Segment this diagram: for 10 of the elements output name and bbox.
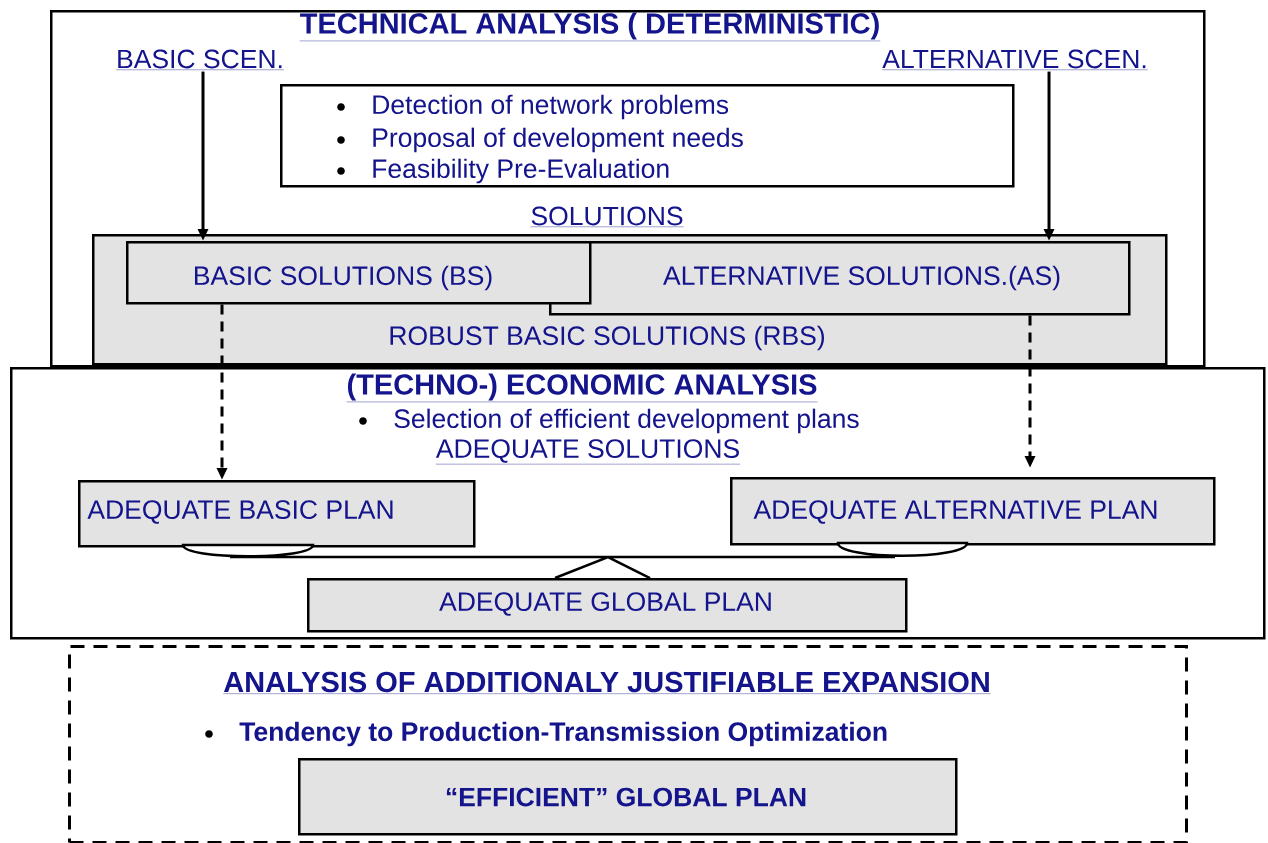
- plan-box: “EFFICIENT” GLOBAL PLAN: [298, 758, 958, 836]
- plan-box: ADEQUATE ALTERNATIVE PLAN: [730, 477, 1216, 546]
- node-label: SOLUTIONS: [531, 206, 683, 226]
- scenario-label: BASIC SCEN.: [115, 49, 285, 70]
- scenario-label: ALTERNATIVE SCEN.: [882, 49, 1148, 70]
- solution-box: BASIC SOLUTIONS (BS): [126, 241, 592, 305]
- plan-box: ADEQUATE BASIC PLAN: [78, 480, 476, 548]
- task-box: Detection of network problems Proposal of development needs Feasibility Pre-Evaluation: [280, 84, 1015, 188]
- solution-box: ALTERNATIVE SOLUTIONS.(AS): [549, 241, 1131, 316]
- plan-box: ADEQUATE GLOBAL PLAN: [307, 578, 908, 633]
